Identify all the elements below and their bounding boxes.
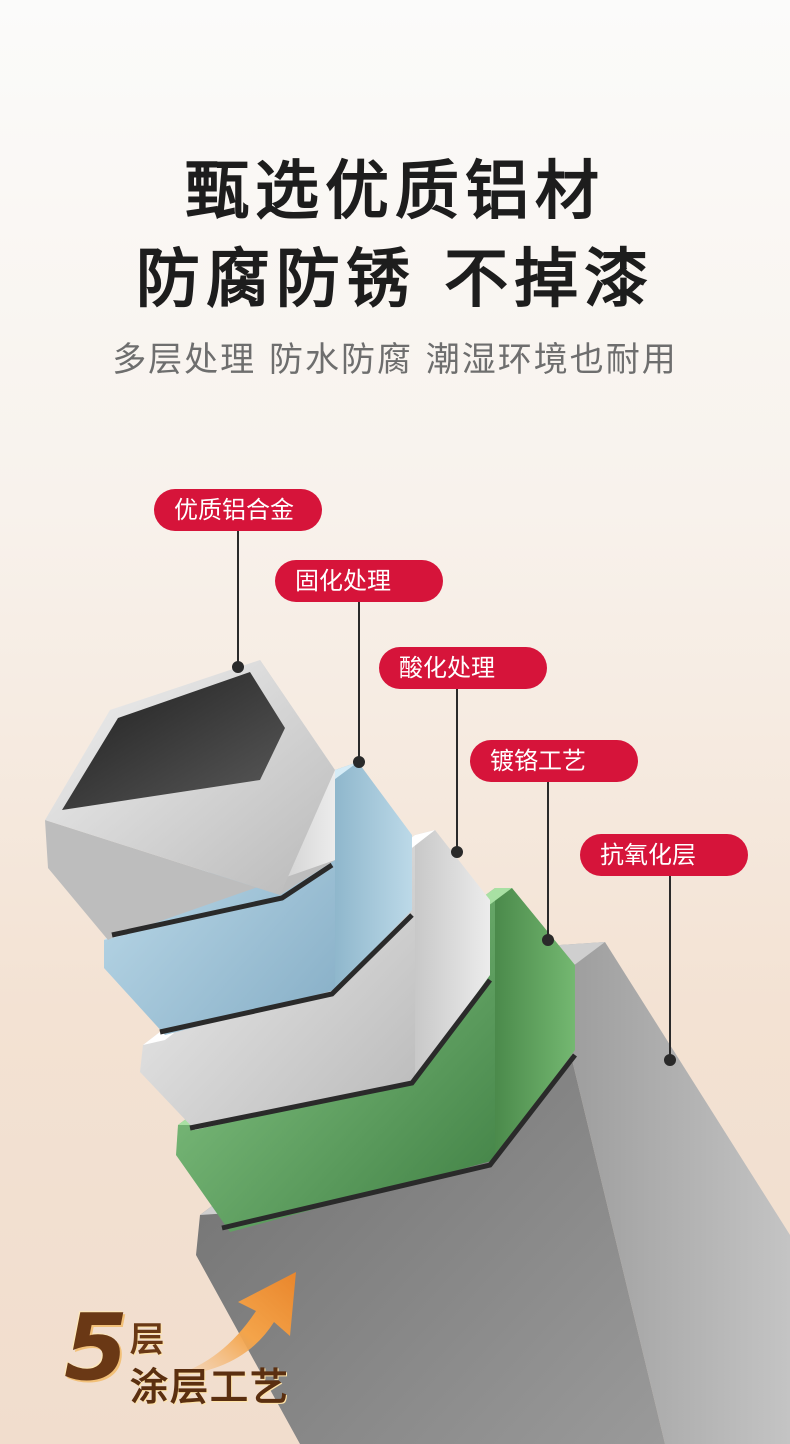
up-arrow-icon (173, 1272, 296, 1376)
badge-unit: 层 (130, 1320, 164, 1360)
layer-tag-aluminum-alloy: 优质铝合金 (154, 489, 322, 531)
layer-tag-antioxidation: 抗氧化层 (580, 834, 748, 876)
coating-badge: 5 层 涂层工艺 (60, 1272, 310, 1420)
badge-label: 涂层工艺 (130, 1365, 291, 1409)
headline-line-1: 甄选优质铝材 (185, 155, 605, 229)
badge-number: 5 (64, 1294, 129, 1401)
layer-aluminum-alloy (45, 660, 335, 940)
subheadline: 多层处理 防水防腐 潮湿环境也耐用 (112, 340, 678, 380)
callout-lines (232, 531, 676, 1066)
layer-tag-acidification: 酸化处理 (379, 647, 547, 689)
layer-tag-chrome-plating: 镀铬工艺 (470, 740, 638, 782)
layer-tag-curing: 固化处理 (275, 560, 443, 602)
headline-line-2: 防腐防锈 不掉漆 (135, 243, 655, 317)
